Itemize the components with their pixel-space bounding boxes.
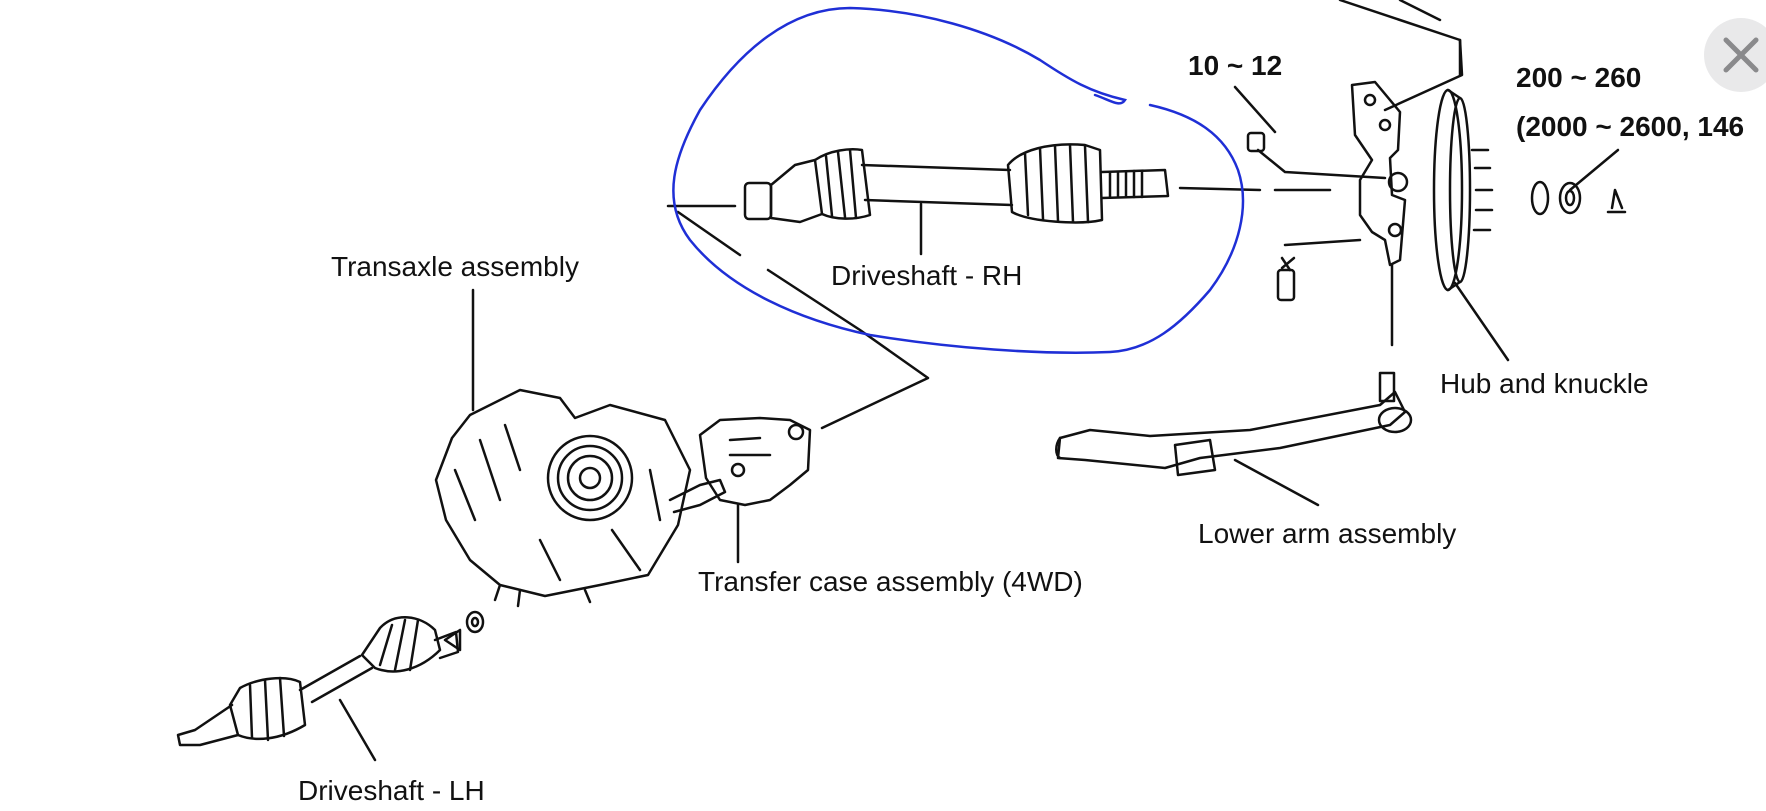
close-icon xyxy=(1723,37,1759,73)
label-hub-knuckle: Hub and knuckle xyxy=(1440,368,1649,399)
label-lower-arm: Lower arm assembly xyxy=(1198,518,1457,549)
driveshaft-rh-part xyxy=(743,143,1170,256)
transaxle-part xyxy=(434,288,727,608)
annotation-circle xyxy=(672,6,1245,354)
transfer-case-part xyxy=(698,416,812,564)
close-button[interactable] xyxy=(1704,18,1766,92)
bolt-upper-part xyxy=(1233,85,1387,302)
torque-hub-nut-kgcm: (2000 ~ 2600, 146 xyxy=(1516,111,1745,142)
label-driveshaft-lh: Driveshaft - LH xyxy=(298,775,485,806)
label-transaxle: Transaxle assembly xyxy=(331,251,579,282)
lower-arm-part xyxy=(1055,371,1413,507)
label-driveshaft-rh: Driveshaft - RH xyxy=(831,260,1023,291)
torque-bolt-small: 10 ~ 12 xyxy=(1188,50,1283,81)
hub-knuckle-part xyxy=(1350,80,1510,362)
driveshaft-lh-part xyxy=(176,610,485,762)
label-transfer-case: Transfer case assembly (4WD) xyxy=(698,566,1083,597)
torque-hub-nut-nm: 200 ~ 260 xyxy=(1516,62,1642,93)
hub-nut-part xyxy=(1530,148,1627,216)
leader-lines-rh xyxy=(666,186,1332,430)
body-panel-outline xyxy=(1338,0,1464,112)
